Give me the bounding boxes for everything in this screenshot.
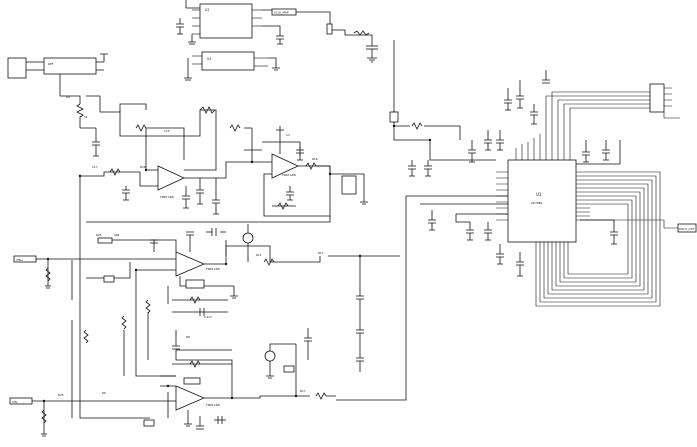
resistor [326, 23, 333, 35]
pot-box-2 [183, 377, 201, 385]
source-bottom [264, 350, 276, 362]
svg-text:TRIM AD8: TRIM AD8 [205, 267, 220, 271]
svg-text:R6: R6 [102, 391, 106, 395]
svg-text:TRIM AD8: TRIM AD8 [205, 403, 220, 407]
svg-text:R8: R8 [186, 335, 190, 339]
svg-text:DOUT_OUT: DOUT_OUT [679, 227, 695, 231]
svg-text:R16: R16 [312, 157, 318, 161]
opamp-1: TRIM AD8 [157, 165, 185, 199]
net-label-out [677, 223, 697, 233]
ic-top-2: U3 [192, 51, 268, 71]
svg-text:C3: C3 [286, 133, 290, 137]
svg-text:5k: 5k [84, 115, 88, 119]
capacitor-box [341, 175, 357, 195]
svg-text:R28: R28 [140, 165, 146, 169]
svg-text:R17: R17 [300, 389, 306, 393]
svg-text:C17: C17 [92, 165, 98, 169]
resistor-small [103, 275, 115, 283]
ic-top-1: U2 [192, 3, 262, 39]
resistor-small-2 [143, 419, 155, 427]
junctions [42, 124, 432, 403]
source-top [242, 232, 254, 244]
net-label-top-text: SCLK_MAP [274, 11, 289, 15]
svg-text:R11: R11 [256, 253, 262, 257]
opamp-3: TRIM AD8 [175, 251, 220, 277]
resistor-gain [97, 237, 113, 244]
fuse [389, 111, 399, 123]
svg-text:TRIM AD8: TRIM AD8 [281, 173, 296, 177]
svg-text:R17: R17 [318, 251, 324, 255]
connector-right [649, 83, 665, 113]
svg-text:VIN+: VIN+ [16, 258, 24, 262]
svg-text:U1: U1 [536, 192, 542, 197]
svg-text:C15: C15 [164, 129, 170, 133]
opamp-2: TRIM AD8 [271, 153, 299, 179]
pot-box [185, 279, 205, 289]
adc-ic: U1 AD7689 [507, 159, 577, 243]
svg-text:R25: R25 [58, 393, 64, 397]
ic-top-left: REF [7, 53, 108, 79]
resistor-sm-3 [283, 365, 295, 373]
svg-text:VIN-: VIN- [12, 400, 18, 404]
opamp-4: TRIM AD8 [175, 385, 220, 411]
svg-text:U3: U3 [207, 57, 211, 61]
net-label-top [271, 8, 297, 16]
svg-text:TRIM AD8: TRIM AD8 [159, 195, 174, 199]
svg-text:R25: R25 [96, 233, 102, 237]
svg-text:499: 499 [114, 233, 120, 237]
svg-text:U2: U2 [205, 8, 209, 12]
svg-text:R4: R4 [66, 95, 70, 99]
svg-text:AD7689: AD7689 [531, 201, 542, 205]
svg-text:REF: REF [48, 62, 54, 66]
svg-text:2.2nF: 2.2nF [204, 315, 212, 319]
